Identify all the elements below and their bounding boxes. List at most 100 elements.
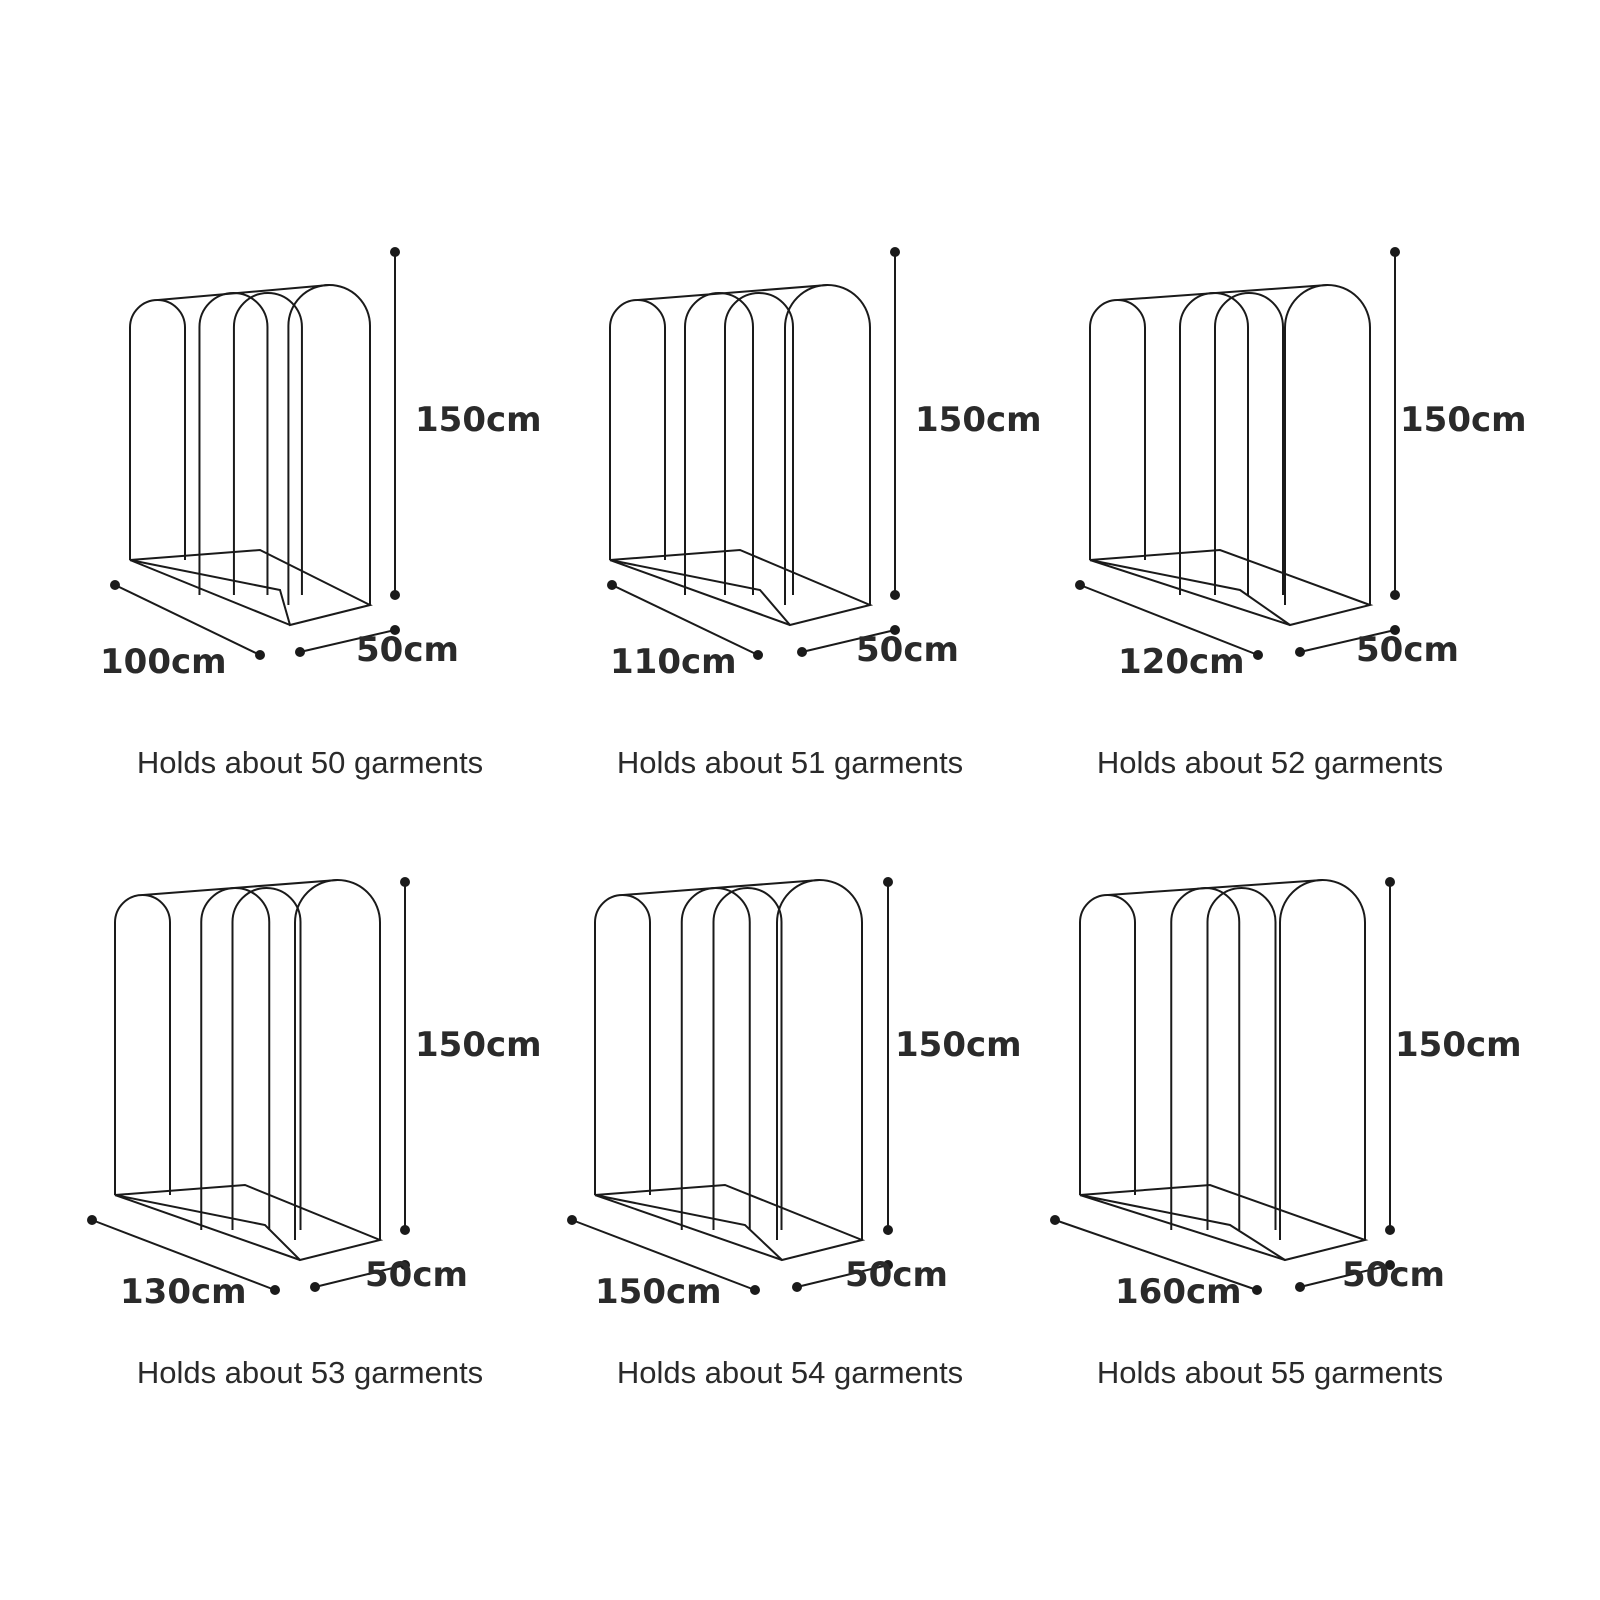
end-arch-back — [114, 894, 171, 1195]
dimension-dot — [753, 650, 763, 660]
depth-label: 50cm — [356, 630, 459, 670]
dimension-dot — [890, 590, 900, 600]
height-label: 150cm — [1395, 1025, 1522, 1065]
height-label: 150cm — [895, 1025, 1022, 1065]
width-dimension-line — [91, 1219, 276, 1291]
inner-arch — [200, 887, 271, 1230]
rack-size-3: 150cm 120cm 50cm Holds about 52 garments — [1020, 200, 1527, 840]
dimension-dot — [890, 247, 900, 257]
inner-arch — [680, 887, 751, 1230]
depth-dimension-line — [1299, 629, 1396, 653]
dimension-dot — [390, 590, 400, 600]
dimension-dot — [400, 877, 410, 887]
depth-label: 50cm — [1342, 1255, 1445, 1295]
dimension-dot — [797, 647, 807, 657]
dimension-dot — [400, 1260, 410, 1270]
capacity-caption: Holds about 55 garments — [1096, 1355, 1444, 1390]
inner-arch — [231, 887, 302, 1230]
dimension-dot — [270, 1285, 280, 1295]
width-dimension-line — [1079, 584, 1259, 656]
height-label: 150cm — [915, 400, 1042, 440]
dimension-dot — [1385, 1260, 1395, 1270]
rack-size-2: 150cm 110cm 50cm Holds about 51 garments — [540, 200, 1042, 840]
height-label: 150cm — [415, 1025, 542, 1065]
width-dimension-line — [571, 1219, 756, 1291]
garment-rack-cover-diagram — [1050, 877, 1395, 1295]
depth-dimension-line — [299, 629, 396, 653]
width-label: 150cm — [595, 1272, 722, 1312]
top-rail — [142, 879, 338, 896]
dimension-dot — [110, 580, 120, 590]
rack-size-5: 150cm 150cm 50cm Holds about 54 garments — [540, 830, 1040, 1470]
end-arch-back — [609, 299, 666, 560]
capacity-caption: Holds about 50 garments — [136, 745, 484, 780]
dimension-dot — [1252, 1285, 1262, 1295]
dimension-dot — [1390, 625, 1400, 635]
dimension-dot — [1075, 580, 1085, 590]
width-dimension-line — [1054, 1219, 1258, 1291]
inner-arch — [1170, 887, 1241, 1230]
base-outline — [609, 548, 874, 627]
dimension-dot — [890, 625, 900, 635]
depth-label: 50cm — [856, 630, 959, 670]
end-arch-front — [776, 879, 863, 1240]
inner-arch — [1214, 292, 1284, 595]
rack-size-1: 150cm 100cm 50cm Holds about 50 garments — [60, 200, 560, 840]
base-front-edge — [1079, 1194, 1286, 1261]
dimension-dot — [1295, 1282, 1305, 1292]
dimension-dot — [1050, 1215, 1060, 1225]
rack-size-4: 150cm 130cm 50cm Holds about 53 garments — [60, 830, 560, 1470]
capacity-caption: Holds about 54 garments — [616, 1355, 964, 1390]
depth-label: 50cm — [1356, 630, 1459, 670]
dimension-dot — [1385, 877, 1395, 887]
width-dimension-line — [611, 584, 759, 656]
dimension-dot — [883, 877, 893, 887]
end-arch-front — [294, 879, 381, 1240]
end-arch-back — [594, 894, 651, 1195]
dimension-dot — [792, 1282, 802, 1292]
height-label: 150cm — [415, 400, 542, 440]
top-rail — [1107, 879, 1323, 896]
inner-arch — [684, 292, 754, 595]
depth-dimension-line — [314, 1264, 406, 1288]
dimension-dot — [883, 1225, 893, 1235]
inner-arch — [232, 292, 303, 595]
capacity-caption: Holds about 52 garments — [1096, 745, 1444, 780]
base-front-edge — [1089, 559, 1291, 626]
base-outline — [594, 1183, 866, 1262]
dimension-dot — [295, 647, 305, 657]
garment-rack-cover-diagram — [110, 247, 400, 660]
dimension-dot — [567, 1215, 577, 1225]
depth-label: 50cm — [845, 1255, 948, 1295]
base-outline — [1089, 548, 1374, 627]
top-rail — [1117, 284, 1328, 301]
end-arch-front — [784, 284, 871, 605]
base-outline — [1079, 1183, 1369, 1262]
depth-dimension-line — [801, 629, 896, 653]
dimension-dot — [883, 1260, 893, 1270]
capacity-caption: Holds about 53 garments — [136, 1355, 484, 1390]
garment-rack-cover-diagram — [567, 877, 893, 1295]
dimension-dot — [1295, 647, 1305, 657]
dimension-dot — [1253, 650, 1263, 660]
dimension-dot — [390, 247, 400, 257]
dimension-dot — [750, 1285, 760, 1295]
top-rail — [157, 284, 330, 301]
base-front-edge — [114, 1194, 301, 1261]
depth-label: 50cm — [365, 1255, 468, 1295]
dimension-dot — [255, 650, 265, 660]
end-arch-back — [129, 299, 186, 560]
dimension-dot — [1390, 590, 1400, 600]
base-front-edge — [609, 559, 791, 626]
width-label: 120cm — [1118, 642, 1245, 682]
garment-rack-cover-diagram — [87, 877, 410, 1295]
depth-dimension-line — [796, 1264, 889, 1288]
inner-arch — [712, 887, 783, 1230]
garment-rack-cover-diagram — [1075, 247, 1400, 660]
end-arch-front — [287, 284, 371, 605]
base-front-edge — [129, 559, 291, 626]
inner-arch — [1206, 887, 1277, 1230]
width-label: 130cm — [120, 1272, 247, 1312]
width-label: 110cm — [610, 642, 737, 682]
dimension-dot — [1390, 247, 1400, 257]
